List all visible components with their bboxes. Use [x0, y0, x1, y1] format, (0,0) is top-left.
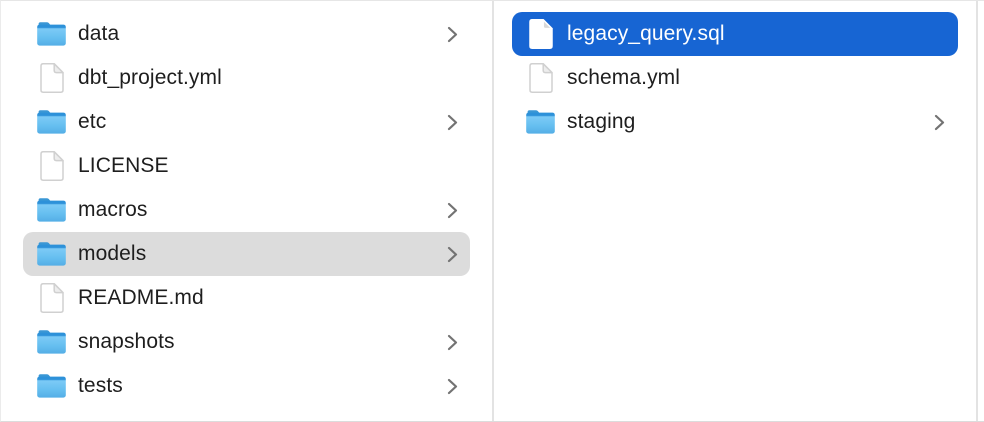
finder-column-child: legacy_query.sql schema.yml staging	[494, 1, 978, 421]
item-label: snapshots	[78, 330, 175, 353]
item-icon-slot	[36, 109, 67, 135]
item-icon-slot	[36, 373, 67, 399]
document-icon	[39, 151, 64, 181]
folder-row-data[interactable]: data	[23, 12, 470, 56]
item-label: README.md	[78, 286, 204, 309]
chevron-right-icon	[447, 246, 458, 262]
file-row-dbt_project.yml[interactable]: dbt_project.yml	[23, 56, 470, 100]
document-icon	[39, 63, 64, 93]
folder-row-macros[interactable]: macros	[23, 188, 470, 232]
item-label: schema.yml	[567, 66, 681, 89]
item-label: data	[78, 22, 120, 45]
chevron-right-icon	[447, 26, 458, 42]
item-label: LICENSE	[78, 154, 169, 177]
folder-row-models[interactable]: models	[23, 232, 470, 276]
file-row-legacy_query.sql[interactable]: legacy_query.sql	[512, 12, 958, 56]
item-label: tests	[78, 374, 123, 397]
folder-icon	[37, 198, 66, 222]
folder-icon	[37, 242, 66, 266]
chevron-right-icon	[447, 114, 458, 130]
chevron-right-icon	[447, 202, 458, 218]
finder-column-empty	[978, 1, 984, 421]
finder-column-parent: data dbt_project.yml etc LICENSE macros …	[1, 1, 494, 421]
item-icon-slot	[36, 241, 67, 267]
item-icon-slot	[36, 329, 67, 355]
item-icon-slot	[36, 197, 67, 223]
chevron-right-icon	[447, 378, 458, 394]
folder-icon	[37, 110, 66, 134]
item-icon-slot	[36, 63, 67, 93]
item-icon-slot	[525, 19, 556, 49]
document-icon	[39, 283, 64, 313]
folder-row-snapshots[interactable]: snapshots	[23, 320, 470, 364]
item-icon-slot	[36, 283, 67, 313]
document-icon	[528, 19, 553, 49]
item-label: etc	[78, 110, 107, 133]
item-label: dbt_project.yml	[78, 66, 222, 89]
item-icon-slot	[525, 63, 556, 93]
chevron-right-icon	[447, 334, 458, 350]
item-icon-slot	[36, 21, 67, 47]
item-label: macros	[78, 198, 148, 221]
folder-row-staging[interactable]: staging	[512, 100, 958, 144]
item-label: legacy_query.sql	[567, 22, 725, 45]
folder-icon	[526, 110, 555, 134]
folder-icon	[37, 374, 66, 398]
folder-row-tests[interactable]: tests	[23, 364, 470, 408]
file-row-LICENSE[interactable]: LICENSE	[23, 144, 470, 188]
folder-row-etc[interactable]: etc	[23, 100, 470, 144]
item-icon-slot	[36, 151, 67, 181]
item-label: staging	[567, 110, 636, 133]
folder-icon	[37, 330, 66, 354]
file-row-schema.yml[interactable]: schema.yml	[512, 56, 958, 100]
item-label: models	[78, 242, 147, 265]
file-row-README.md[interactable]: README.md	[23, 276, 470, 320]
chevron-right-icon	[934, 114, 945, 130]
document-icon	[528, 63, 553, 93]
item-icon-slot	[525, 109, 556, 135]
folder-icon	[37, 22, 66, 46]
